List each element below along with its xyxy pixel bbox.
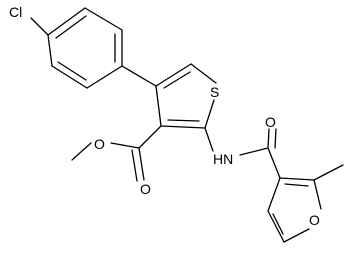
ester-alkoxy-oxygen-label: O (94, 136, 105, 152)
sulfur-label: S (210, 84, 219, 100)
methyl-ester-group (71, 125, 162, 182)
chlorophenyl-ring (47, 7, 123, 89)
ester-carbonyl-oxygen-label: O (140, 181, 151, 197)
amide-group (204, 127, 281, 179)
furan-methyl-bond (313, 164, 344, 181)
methylfuran-ring (267, 177, 322, 243)
c-cl-bond (30, 17, 49, 36)
biaryl-bond (121, 65, 157, 87)
amide-oxygen-label: O (265, 114, 276, 130)
chlorine-label: Cl (9, 4, 22, 20)
amide-nitrogen-label: HN (213, 151, 233, 167)
furan-oxygen-label: O (309, 212, 320, 228)
thiophene-ring (155, 63, 217, 129)
